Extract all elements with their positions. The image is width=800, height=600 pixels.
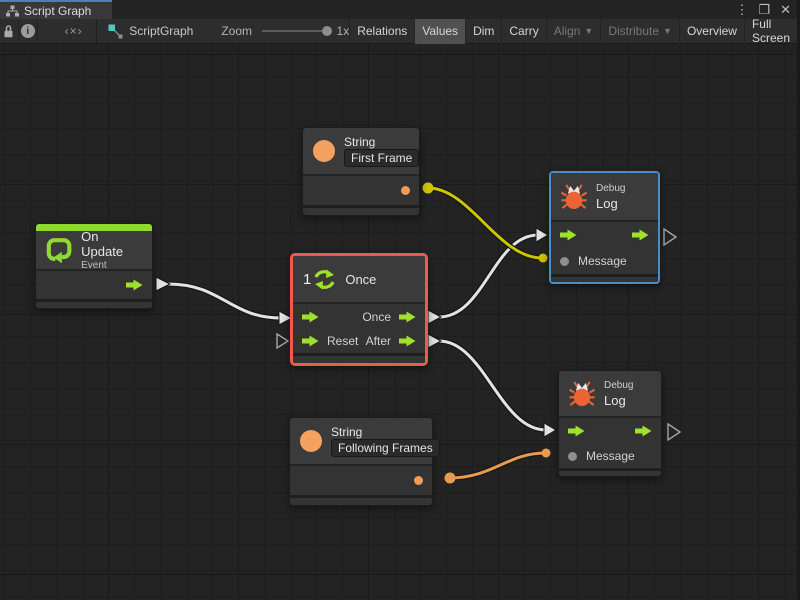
chevron-down-icon: ▼ [663,26,672,36]
node-title: Once [345,271,377,287]
node-kind: Debug [604,379,634,391]
node-once[interactable]: 1 Once Once [290,253,428,366]
node-footer [290,495,432,505]
toolbar-buttons: Relations Values Dim Carry Align▼ Distri… [349,17,797,45]
node-string-first[interactable]: String First Frame [302,127,420,216]
chevron-down-icon: ▼ [584,26,594,36]
message-port-label: Message [578,254,627,268]
graph-hierarchy-icon [6,5,19,16]
zoom-value: 1x [336,24,350,38]
once-count: 1 [303,270,312,288]
align-button[interactable]: Align▼ [545,18,601,44]
node-footer [559,468,661,476]
message-input-port[interactable] [568,451,577,461]
flow-input-port[interactable] [560,229,577,241]
node-footer [36,299,152,308]
lock-button[interactable] [0,18,19,44]
wire-string-first-to-message[interactable] [422,182,548,263]
debug-bug-icon [569,381,595,407]
info-icon: i [20,24,35,38]
string-value-input[interactable]: First Frame [344,149,420,167]
after-output-port[interactable] [399,335,416,347]
node-title: String [331,425,363,439]
node-title: Log [596,195,618,211]
node-header: String First Frame [303,128,420,174]
node-header: 1 Once [293,256,425,302]
lock-icon [4,24,13,37]
node-subtitle: Event [81,260,107,271]
debug-top-out-hint-icon[interactable] [663,227,678,247]
once-output-port[interactable] [399,311,416,323]
tab-title: Script Graph [24,3,92,18]
string-value-input[interactable]: Following Frames [331,439,440,457]
string-value-icon [313,140,335,162]
overview-button[interactable]: Overview [678,18,744,44]
wire-onupdate-to-once[interactable] [155,276,294,326]
node-debug-log-bottom[interactable]: Debug Log Message [558,370,662,477]
flow-output-port[interactable] [126,279,143,291]
node-header: On Update Event [36,229,152,271]
node-header: String Following Frames [290,418,440,464]
node-kind: Debug [596,182,626,194]
wire-string-following-to-message[interactable] [444,448,551,484]
toolbar-separator [95,18,97,44]
dim-button[interactable]: Dim [465,18,501,44]
graph-toolbar: i ‹×› ScriptGraph Zoom 1x Relations Valu… [0,17,797,45]
string-value-icon [300,430,322,452]
node-string-following[interactable]: String Following Frames [289,417,440,506]
tab-bar: Script Graph ⋮ ❐ ✕ [0,0,797,19]
node-footer [551,274,658,282]
graph-name: ScriptGraph [129,24,194,38]
reset-port-hint-icon[interactable] [276,332,290,350]
wire-once-to-debug-top[interactable] [427,227,549,325]
node-header: Debug Log [559,371,661,416]
maximize-icon[interactable]: ❐ [758,2,771,17]
message-input-port[interactable] [560,256,569,266]
flow-output-port[interactable] [632,229,649,241]
debug-bug-icon [561,184,587,210]
distribute-button[interactable]: Distribute▼ [600,18,679,44]
reset-input-port[interactable] [302,335,319,347]
connection-layer [155,182,682,484]
values-button[interactable]: Values [414,18,466,44]
flow-output-port[interactable] [635,425,652,437]
node-title: Log [604,392,626,408]
event-accent-bar [36,224,152,231]
script-graph-icon [108,24,123,38]
message-port-label: Message [586,449,635,463]
string-output-port[interactable] [401,186,410,195]
once-out-label: Once [362,309,391,324]
zoom-slider-knob[interactable] [321,26,332,36]
once-cycle-icon [314,269,335,289]
tab-script-graph[interactable]: Script Graph [0,0,112,19]
flow-input-port[interactable] [302,311,319,323]
zoom-label: Zoom [221,24,253,38]
carry-button[interactable]: Carry [501,18,545,44]
node-debug-log-top[interactable]: Debug Log Message [549,171,660,284]
on-update-loop-icon [46,237,72,263]
fullscreen-button[interactable]: Full Screen [743,17,797,45]
string-output-port[interactable] [414,476,423,485]
node-footer [293,353,425,363]
node-header: Debug Log [551,173,658,220]
node-title: String [344,135,376,149]
flow-input-port[interactable] [568,425,585,437]
graph-reference[interactable]: ScriptGraph [108,24,193,39]
relations-button[interactable]: Relations [349,18,414,44]
menu-icon[interactable]: ⋮ [735,2,749,17]
edit-source-button[interactable]: ‹×› [64,24,83,38]
node-on-update[interactable]: On Update Event [35,223,153,309]
info-button[interactable]: i [19,18,38,44]
zoom-slider[interactable] [262,26,332,36]
wire-after-to-debug-bottom[interactable] [427,333,557,438]
after-port-label: After [365,334,391,348]
window-controls: ⋮ ❐ ✕ [735,0,791,19]
node-title: On Update [81,229,124,259]
debug-bottom-out-hint-icon[interactable] [667,422,682,442]
close-icon[interactable]: ✕ [780,2,791,17]
node-footer [303,205,419,215]
reset-port-label: Reset [327,334,359,348]
graph-canvas[interactable]: String First Frame [0,44,797,600]
